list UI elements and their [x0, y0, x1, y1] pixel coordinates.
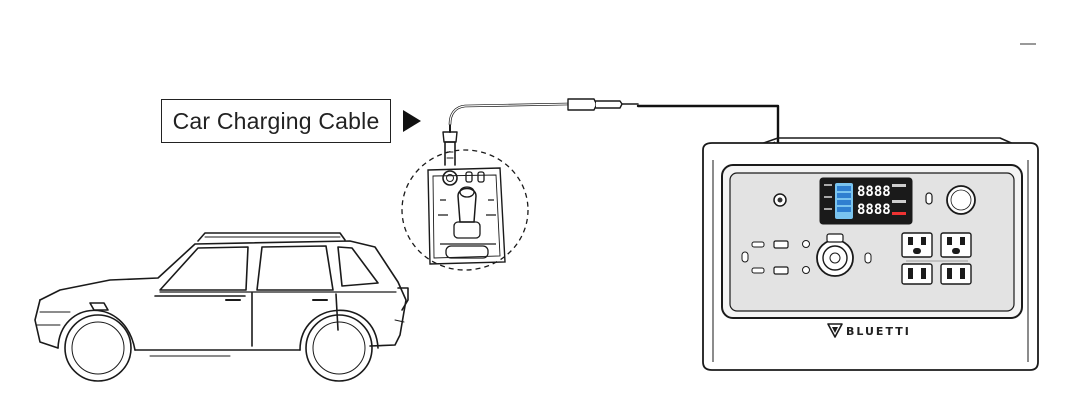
car [34, 232, 409, 382]
bluetti-logo-icon [827, 323, 843, 338]
lcd-bottom-reading: 8888 [857, 202, 891, 218]
lighter-socket-inset [401, 149, 529, 271]
brand-name: BLUETTI [846, 325, 911, 338]
right-triangle-arrow-icon [403, 110, 421, 132]
cable-label-box: Car Charging Cable [161, 99, 391, 143]
cable-label: Car Charging Cable [172, 107, 380, 134]
power-station [702, 137, 1039, 371]
lcd-top-reading: 8888 [857, 184, 891, 200]
